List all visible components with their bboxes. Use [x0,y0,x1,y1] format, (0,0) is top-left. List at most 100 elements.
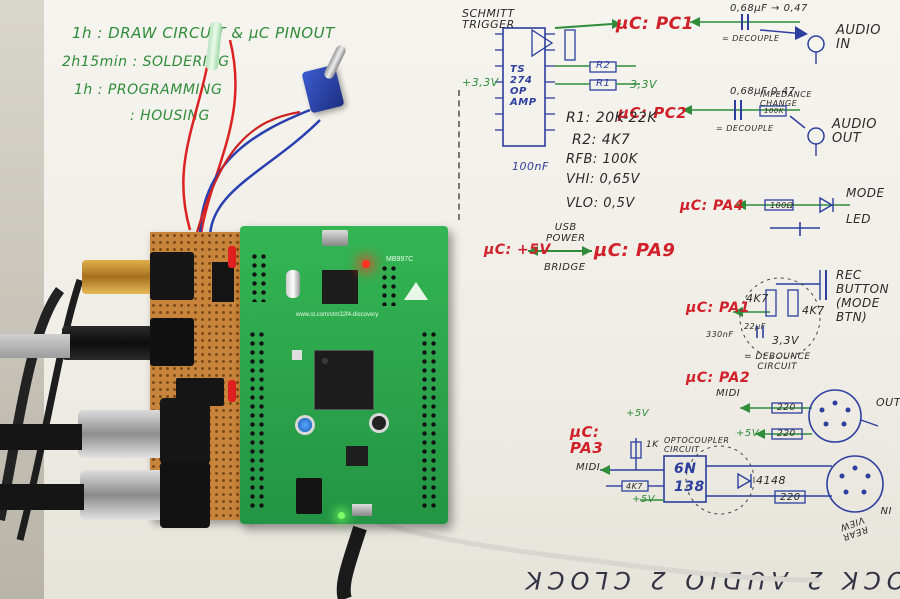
pin-pa2-label: µC: PA2 [686,370,751,386]
debounce-circle [739,277,821,359]
resistor-symbol [589,61,617,73]
led-icon [338,512,345,519]
supply-33-label: 3,3V [630,78,658,91]
board-url-label: www.st.com/stm32f4-discovery [296,312,379,318]
todo-time: 1h [74,82,93,98]
header-pins-top [380,264,400,306]
todo-task: : HOUSING [130,108,210,124]
todo-line-2: 2h15min : SOLDERING [62,54,230,70]
cap-100nf-label: 100nF [512,160,549,173]
led-icon [228,246,236,268]
resistor-symbol [764,199,794,211]
rfb-value: RFB: 100K [566,152,638,167]
rec-debounce: = DEBOUNCE CIRCUIT [744,352,811,372]
audio-out-impedance: IMPEDANCE CHANGE [760,90,812,108]
resistor-symbol [759,105,787,117]
todo-task: : SOLDERING [132,54,230,70]
rec-c1: 330nF [706,330,734,339]
resistor-symbol [771,428,803,440]
rec-c2: 22µF [744,322,766,331]
audio-dac-chip [346,446,368,466]
midi-connector-body [160,462,210,528]
jack-connector-body [150,318,194,366]
ic-chip-small [176,378,224,406]
midi-in-label: MIDI [576,462,601,473]
header-pins-left [248,330,266,510]
schmitt-label: SCHMITT TRIGGER [462,7,515,31]
todo-line-4: : HOUSING [130,108,210,124]
mems-sensor [292,350,302,360]
midi-in-diode: 4148 [756,474,786,487]
midi-connector-icon[interactable] [78,410,164,458]
midi-in-1k: 1K [646,440,659,450]
midi-out-5v: +5V [736,428,760,439]
resistor-symbol [630,441,642,459]
crystal [286,270,300,298]
midi-out-connector-symbol [808,389,862,443]
optocoupler-chip-symbol [663,455,707,503]
midi-connector-body [160,398,210,464]
midi-cable [0,484,84,510]
resistor-symbol [774,490,806,504]
r2-small-label: R2 [596,60,611,71]
pin-pc1-label: µC: PC1 [616,14,694,34]
audio-in-cap: 0,68µF → 0,47 [730,3,808,14]
led-icon [228,380,236,402]
audio-in-label: AUDIO IN [836,23,881,52]
jack-connector-icon[interactable] [62,326,156,360]
pin-pa9-label: µC: PA9 [594,240,676,261]
r1-value: R1: 20K-22K [566,110,657,126]
usb-power-label: USB POWER [546,222,586,244]
ic-chip-small [212,262,234,302]
audio-jack-board[interactable] [296,478,322,514]
midi-in-5v-top: +5V [626,408,650,419]
reset-button[interactable] [372,416,386,430]
usb-bridge-label: BRIDGE [544,262,586,273]
opamp-symbol [531,28,554,58]
opamp-chip-outline [502,27,546,147]
audio-out-label: AUDIO OUT [832,117,877,146]
pin-pa3-label: µC: PA3 [570,423,604,457]
resistor-symbol [765,289,777,317]
midi-in-r220: 220 [780,492,801,503]
midi-connector-icon[interactable] [80,470,164,520]
led-icon [362,260,370,268]
diode-symbol [737,472,752,490]
board-model-label: MB997C [386,256,414,263]
resistor-symbol [564,29,576,61]
user-button[interactable] [298,418,312,432]
rec-r1: 4K7 [746,292,769,305]
vlo-value: VLO: 0,5V [566,196,635,211]
divider-line [458,90,460,220]
jack-connector-icon[interactable] [82,260,162,294]
audio-out-resistor: 100K [764,107,784,115]
midi-out-r2: 220 [777,429,796,439]
r1-small-label: R1 [596,78,611,89]
todo-time: 1h [72,24,93,42]
opamp-label: TS 274 OP AMP [510,64,537,108]
midi-in-chip: 6N 138 [674,461,705,495]
midi-in-connector-symbol [826,455,884,513]
pin-plus5v-label: µC: +5V [484,242,551,258]
audio-out-cap: 0,68µF 0,47 [730,86,796,97]
rec-r2: 4K7 [802,304,825,317]
micro-usb-board[interactable] [352,504,372,516]
midi-in-4k7: 4K7 [626,482,643,491]
usb-connector-icon[interactable] [322,230,348,246]
resistor-symbol [589,79,617,91]
todo-task: : PROGRAMMING [97,82,223,98]
audio-in-decouple: = DECOUPLE [722,34,780,43]
pin-pa4-label: µC: PA4 [680,198,745,214]
midi-out-label: MIDI [716,388,741,399]
resistor-symbol [771,402,803,414]
mode-led-resistor: 100Ω [770,201,794,210]
mode-led-label: MODE LED [846,186,885,226]
led-symbol [819,196,834,214]
vhi-value: VHI: 0,65V [566,172,640,187]
midi-in-opto-label: OPTOCOUPLER CIRCUIT [664,436,730,454]
resistor-symbol [787,289,799,317]
st-logo-icon [404,282,428,300]
audio-out-decouple: = DECOUPLE [716,124,774,133]
midi-out-r1: 220 [777,403,796,413]
